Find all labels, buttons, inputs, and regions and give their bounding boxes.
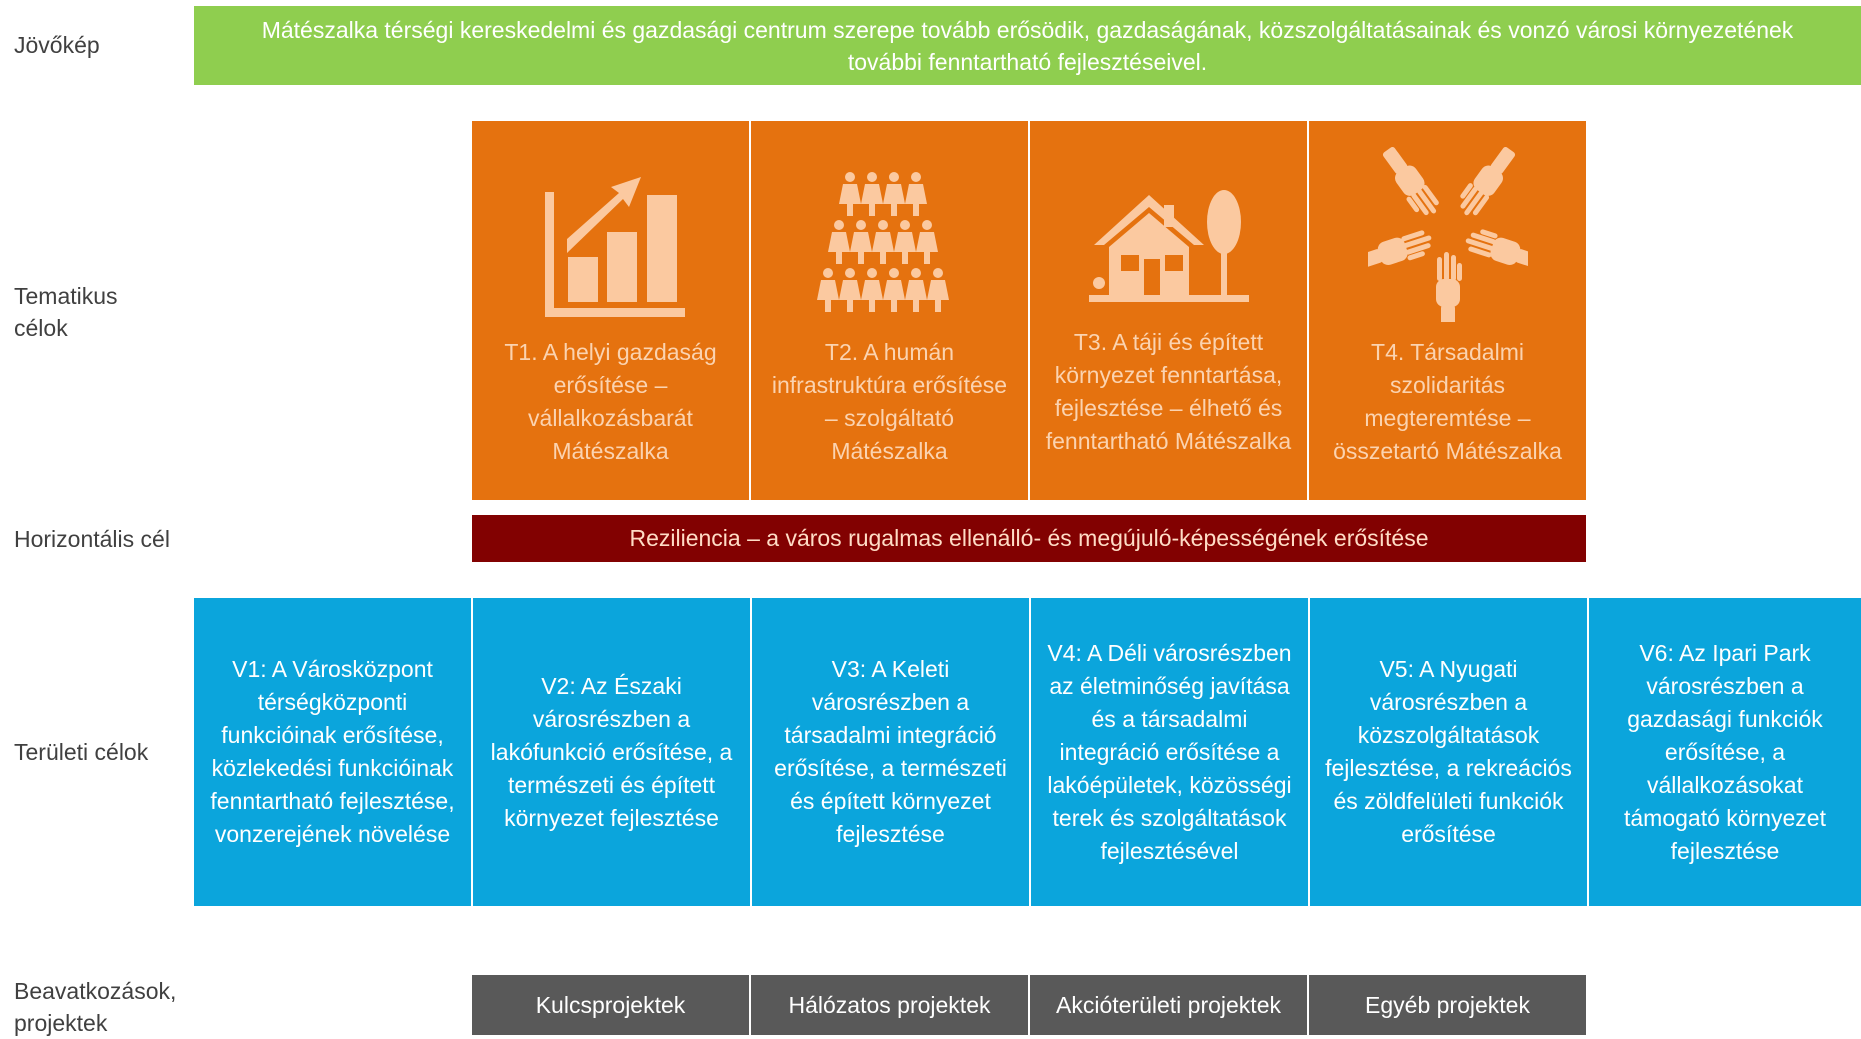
area-goal-v2: V2: Az Északi városrészben a lakófunkció… (473, 598, 750, 906)
area-goal-v5: V5: A Nyugati városrészben a közszolgált… (1310, 598, 1587, 906)
thematic-goal-text: T2. A humán infrastruktúra erősítése – s… (771, 339, 1008, 464)
house-tree-icon (1088, 190, 1249, 302)
area-goal-v1: V1: A Városközpont térségközponti funkci… (194, 598, 471, 906)
row-label-thematic: Tematikus célok (14, 283, 118, 341)
project-action-area: Akcióterületi projektek (1030, 975, 1307, 1035)
area-goal-v4: V4: A Déli városrészben az életminőség j… (1031, 598, 1308, 906)
area-goal-v3: V3: A Keleti városrészben a társadalmi i… (752, 598, 1029, 906)
row-label-area: Területi célok (14, 739, 149, 765)
horizontal-goal-bar: Reziliencia – a város rugalmas ellenálló… (472, 515, 1586, 562)
project-other: Egyéb projektek (1309, 975, 1586, 1035)
thematic-goal-t4: T4. Társadalmi szolidaritás megteremtése… (1309, 121, 1586, 500)
area-goal-v6: V6: Az Ipari Park városrészben a gazdasá… (1589, 598, 1861, 906)
thematic-goal-t1: T1. A helyi gazdaság erősítése – vállalk… (472, 121, 749, 500)
vision-box: Mátészalka térségi kereskedelmi és gazda… (194, 6, 1861, 85)
thematic-goal-t2: T2. A humán infrastruktúra erősítése – s… (751, 121, 1028, 500)
project-network: Hálózatos projektek (751, 975, 1028, 1035)
row-label-horizontal: Horizontális cél (14, 526, 170, 552)
row-label-vision: Jövőkép (14, 32, 100, 58)
thematic-goal-t3: T3. A táji és épített környezet fenntart… (1030, 121, 1307, 500)
row-label-interventions: Beavatkozások, projektek (14, 978, 177, 1036)
thematic-goal-text: T3. A táji és épített környezet fenntart… (1045, 329, 1292, 454)
project-key: Kulcsprojektek (472, 975, 749, 1035)
thematic-goal-text: T1. A helyi gazdaság erősítése – vállalk… (504, 339, 717, 464)
thematic-goal-text: T4. Társadalmi szolidaritás megteremtése… (1333, 339, 1562, 464)
joined-hands-icon (1367, 147, 1528, 322)
people-pyramid-icon (816, 172, 949, 312)
growth-chart-icon (544, 177, 685, 317)
